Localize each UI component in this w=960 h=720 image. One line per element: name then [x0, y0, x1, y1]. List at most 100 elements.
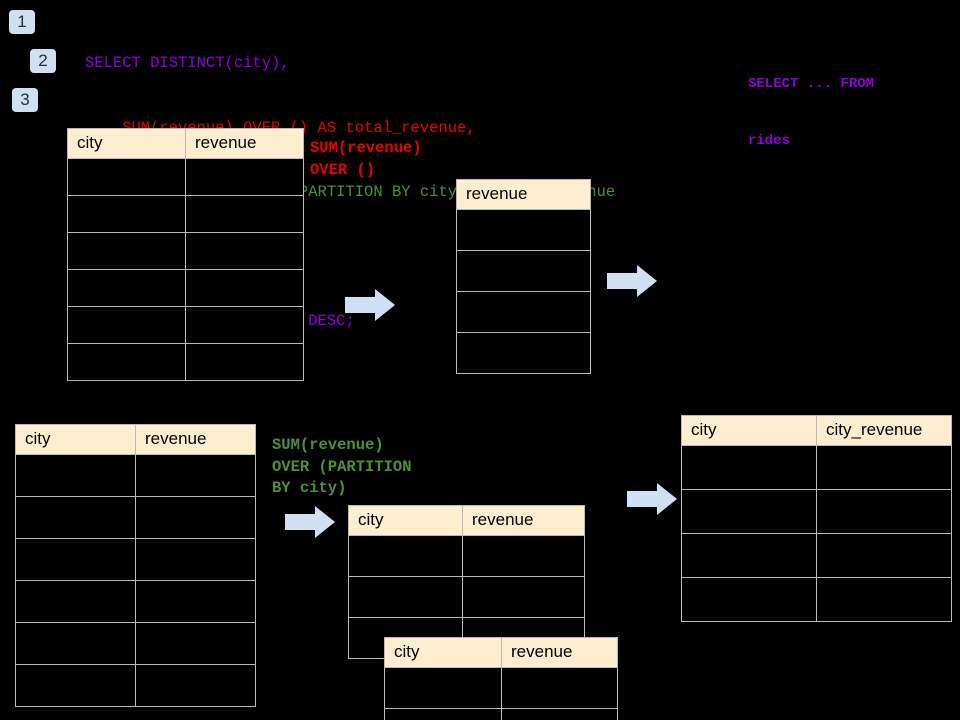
cell-revenue [462, 535, 585, 577]
cell-revenue [135, 580, 256, 623]
cell-revenue [135, 622, 256, 665]
cell-city [67, 195, 186, 233]
cell-city-revenue [816, 445, 952, 490]
sql-line-1: SELECT DISTINCT(city), [85, 54, 290, 72]
table-header-row: city city_revenue [681, 415, 952, 446]
cell-city [15, 496, 136, 539]
cell-revenue [456, 250, 591, 292]
cell-city [15, 538, 136, 581]
cell-revenue [501, 708, 618, 720]
sql-snippet-block: SELECT ... FROM rides [748, 37, 874, 189]
column-header-revenue: revenue [456, 179, 591, 210]
rides-source-table-partitioned: city revenue [15, 424, 256, 707]
table-row [681, 533, 952, 578]
table-row [67, 306, 304, 344]
cell-city [681, 445, 817, 490]
cell-revenue [185, 158, 304, 196]
cell-revenue [185, 343, 304, 381]
table-row [456, 291, 591, 333]
cell-revenue [185, 232, 304, 270]
table-row [15, 538, 256, 581]
table-row [681, 577, 952, 622]
step-badge-3: 3 [12, 88, 38, 112]
table-row [681, 489, 952, 534]
cell-city [348, 576, 463, 618]
column-header-revenue: revenue [501, 637, 618, 668]
table-row [15, 664, 256, 707]
column-header-city: city [681, 415, 817, 446]
cell-city [15, 580, 136, 623]
table-row [15, 622, 256, 665]
cell-city-revenue [816, 533, 952, 578]
final-result-table: city city_revenue [681, 415, 952, 622]
table-row [681, 445, 952, 490]
step-badge-2: 2 [30, 49, 56, 73]
table-header-row: city revenue [67, 128, 304, 159]
annotation-total-revenue: SUM(revenue) OVER () [310, 139, 422, 179]
cell-revenue [456, 209, 591, 251]
table-header-row: city revenue [15, 424, 256, 455]
arrow-total-to-result [607, 265, 657, 297]
cell-city [384, 667, 502, 709]
cell-city [67, 232, 186, 270]
cell-revenue [456, 291, 591, 333]
column-header-revenue: revenue [135, 424, 256, 455]
column-header-revenue: revenue [462, 505, 585, 536]
cell-city [67, 343, 186, 381]
cell-revenue [135, 496, 256, 539]
cell-revenue [185, 269, 304, 307]
table-row [15, 496, 256, 539]
table-row [67, 232, 304, 270]
cell-city [67, 306, 186, 344]
cell-city [384, 708, 502, 720]
cell-revenue [462, 576, 585, 618]
table-row [15, 454, 256, 497]
partition-group-table-b: city revenue [384, 637, 618, 720]
sql-snippet-line-1: SELECT ... FROM [748, 76, 875, 92]
step-badge-1: 1 [9, 10, 35, 34]
column-header-city: city [348, 505, 463, 536]
table-row [348, 576, 585, 618]
cell-city [681, 577, 817, 622]
table-row [384, 667, 618, 709]
column-header-revenue: revenue [185, 128, 304, 159]
table-row [384, 708, 618, 720]
table-row [456, 332, 591, 374]
table-row [456, 209, 591, 251]
arrow-source-to-total [345, 289, 395, 321]
sql-snippet-line-2: rides [748, 133, 791, 149]
cell-city [681, 533, 817, 578]
cell-revenue [135, 454, 256, 497]
table-row [15, 580, 256, 623]
cell-city-revenue [816, 577, 952, 622]
column-header-city: city [384, 637, 502, 668]
table-row [67, 343, 304, 381]
cell-city [15, 454, 136, 497]
table-row [456, 250, 591, 292]
cell-city [348, 535, 463, 577]
table-row [348, 535, 585, 577]
table-header-row: city revenue [384, 637, 618, 668]
cell-revenue [456, 332, 591, 374]
cell-city [681, 489, 817, 534]
arrow-source-to-partition [285, 506, 335, 538]
partition-group-table-a: city revenue [348, 505, 585, 659]
table-header-row: city revenue [348, 505, 585, 536]
cell-revenue [185, 306, 304, 344]
column-header-city: city [15, 424, 136, 455]
cell-revenue [185, 195, 304, 233]
cell-revenue [135, 538, 256, 581]
cell-city [15, 622, 136, 665]
total-revenue-table: revenue [456, 179, 591, 374]
column-header-city-revenue: city_revenue [816, 415, 952, 446]
rides-source-table: city revenue [67, 128, 304, 381]
table-row [67, 195, 304, 233]
cell-revenue [135, 664, 256, 707]
cell-city [15, 664, 136, 707]
table-header-row: revenue [456, 179, 591, 210]
arrow-partition-to-result [627, 483, 677, 515]
cell-city [67, 269, 186, 307]
cell-city [67, 158, 186, 196]
column-header-city: city [67, 128, 186, 159]
